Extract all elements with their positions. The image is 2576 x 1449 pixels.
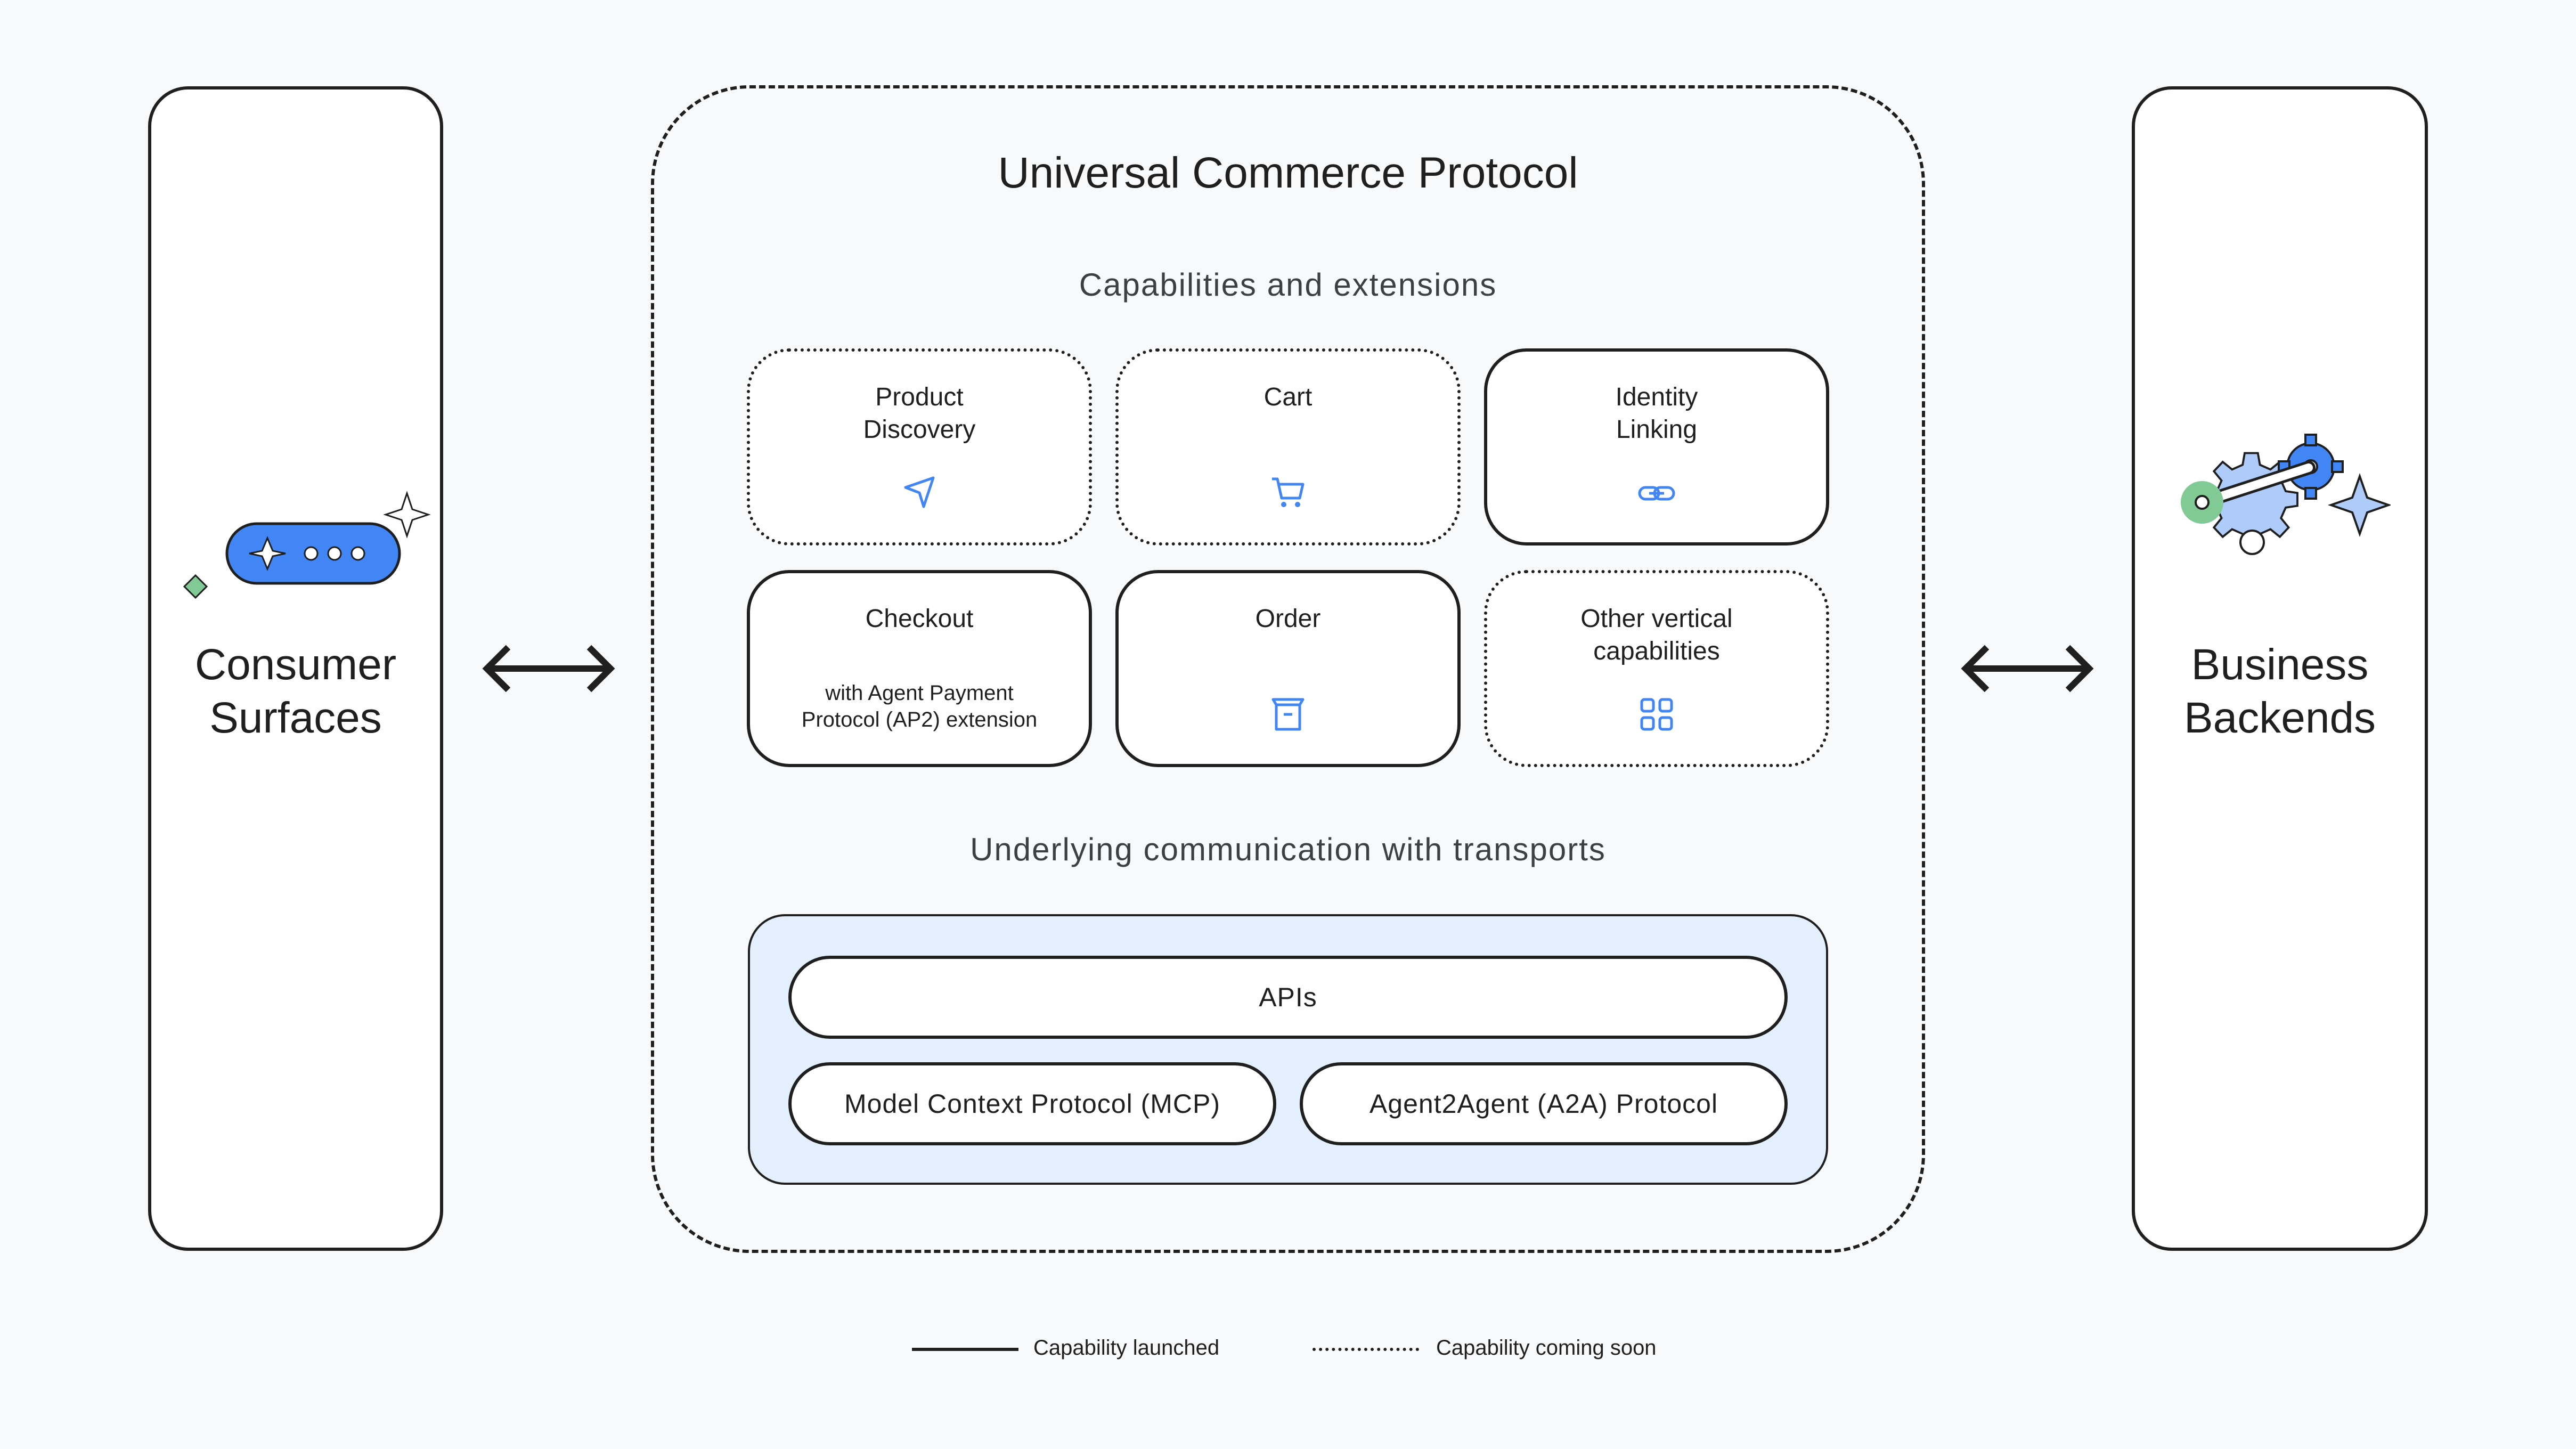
capability-sublabel: with Agent Payment Protocol (AP2) extens… <box>801 681 1038 731</box>
protocol-container <box>651 85 1925 1253</box>
business-backends-panel: Business Backends <box>2132 86 2428 1251</box>
capability-product-discovery: Product Discovery <box>747 348 1092 546</box>
legend-coming-soon-label: Capability coming soon <box>1436 1336 1657 1360</box>
legend-launched-label: Capability launched <box>1033 1336 1220 1360</box>
capability-other-vertical: Other vertical capabilities <box>1484 570 1829 767</box>
consumer-surfaces-panel: Consumer Surfaces <box>148 86 443 1251</box>
legend-dotted-line <box>1313 1348 1419 1351</box>
capability-order: Order <box>1115 570 1461 767</box>
send-icon <box>904 476 935 508</box>
grid-icon <box>1640 698 1673 731</box>
capability-identity-linking: Identity Linking <box>1484 348 1829 546</box>
capability-label: Order <box>1255 605 1321 633</box>
chat-bubble-illustration-icon <box>183 491 431 599</box>
order-box-icon <box>1271 698 1305 731</box>
link-icon <box>1638 486 1675 501</box>
capability-checkout: Checkout with Agent Payment Protocol (AP… <box>747 570 1092 767</box>
gears-illustration-icon <box>2181 434 2391 555</box>
capability-label: Other vertical capabilities <box>1580 605 1733 665</box>
bidirectional-arrow-icon <box>1961 645 2094 693</box>
transport-mcp: Model Context Protocol (MCP) <box>788 1062 1276 1145</box>
cart-icon <box>1272 477 1305 507</box>
legend: Capability launched Capability coming so… <box>906 1332 1705 1374</box>
transport-a2a: Agent2Agent (A2A) Protocol <box>1300 1062 1788 1145</box>
bidirectional-arrow-icon <box>482 645 615 693</box>
capability-label: Product Discovery <box>863 383 976 444</box>
transport-apis: APIs <box>788 956 1788 1039</box>
protocol-title: Universal Commerce Protocol <box>998 149 1578 197</box>
transports-section-title: Underlying communication with transports <box>970 832 1606 867</box>
legend-solid-line <box>912 1348 1018 1351</box>
capability-label: Cart <box>1263 383 1313 411</box>
business-backends-label: Business Backends <box>2183 640 2376 742</box>
capability-cart: Cart <box>1115 348 1461 546</box>
capability-label: Checkout <box>865 605 974 633</box>
consumer-surfaces-label: Consumer Surfaces <box>194 640 397 742</box>
capability-label: Identity Linking <box>1615 383 1698 444</box>
capabilities-section-title: Capabilities and extensions <box>1079 267 1497 303</box>
